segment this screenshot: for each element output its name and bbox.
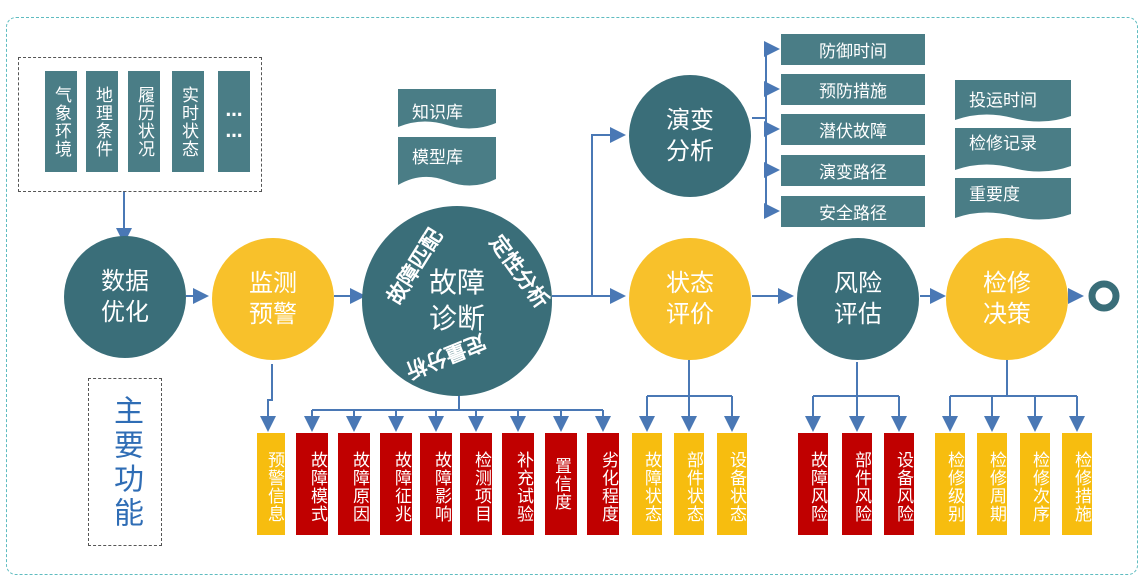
output-degradation: 劣化程度 xyxy=(587,433,619,535)
output-maintenance-order: 检修次序 xyxy=(1020,433,1050,535)
output-maintenance-level: 检修级别 xyxy=(935,433,965,535)
evolution-output-safe-path: 安全路径 xyxy=(781,196,925,227)
node-state-evaluation: 状态评价 xyxy=(629,238,751,360)
output-test-items: 检测项目 xyxy=(460,433,492,535)
input-weather: 气象环境 xyxy=(45,71,77,172)
output-fault-risk: 故障风险 xyxy=(798,433,828,535)
input-geography: 地理条件 xyxy=(86,71,118,172)
node-risk-assessment: 风险评估 xyxy=(797,238,919,360)
main-function-label: 主要功能 xyxy=(108,395,143,531)
model-base: 模型库 xyxy=(398,137,496,189)
output-fault-symptom: 故障征兆 xyxy=(380,433,412,535)
evolution-output-prevention: 预防措施 xyxy=(781,74,925,105)
maintenance-records: 检修记录 xyxy=(955,128,1071,174)
output-confidence: 置信度 xyxy=(545,433,577,535)
evolution-output-path: 演变路径 xyxy=(781,155,925,186)
outer-frame xyxy=(6,17,1138,575)
input-realtime: 实时状态 xyxy=(172,71,204,172)
output-component-risk: 部件风险 xyxy=(842,433,872,535)
node-maintenance-decision: 检修决策 xyxy=(946,238,1068,360)
input-more: …… xyxy=(218,71,250,172)
output-equipment-state: 设备状态 xyxy=(717,433,747,535)
output-supplementary-test: 补充试验 xyxy=(502,433,534,535)
importance: 重要度 xyxy=(955,178,1071,222)
node-evolution-analysis: 演变分析 xyxy=(629,75,751,197)
output-maintenance-cycle: 检修周期 xyxy=(977,433,1007,535)
output-equipment-risk: 设备风险 xyxy=(884,433,914,535)
evolution-output-latent-fault: 潜伏故障 xyxy=(781,114,925,145)
output-fault-cause: 故障原因 xyxy=(338,433,370,535)
end-terminal-icon xyxy=(1088,280,1120,312)
node-data-optimization: 数据优化 xyxy=(64,236,186,358)
output-component-state: 部件状态 xyxy=(674,433,704,535)
node-fault-diagnosis: 故障诊断 xyxy=(362,206,552,396)
output-warning-info: 预警信息 xyxy=(257,433,285,535)
evolution-output-defense-time: 防御时间 xyxy=(781,34,925,65)
output-fault-state: 故障状态 xyxy=(632,433,662,535)
knowledge-base: 知识库 xyxy=(398,89,496,131)
output-fault-mode: 故障模式 xyxy=(296,433,328,535)
main-function-box xyxy=(88,378,162,546)
node-monitoring-warning: 监测预警 xyxy=(212,238,334,360)
inputs-group xyxy=(18,57,262,192)
output-maintenance-measures: 检修措施 xyxy=(1062,433,1092,535)
output-fault-impact: 故障影响 xyxy=(420,433,452,535)
commissioning-time: 投运时间 xyxy=(955,80,1071,124)
input-history: 履历状况 xyxy=(128,71,160,172)
